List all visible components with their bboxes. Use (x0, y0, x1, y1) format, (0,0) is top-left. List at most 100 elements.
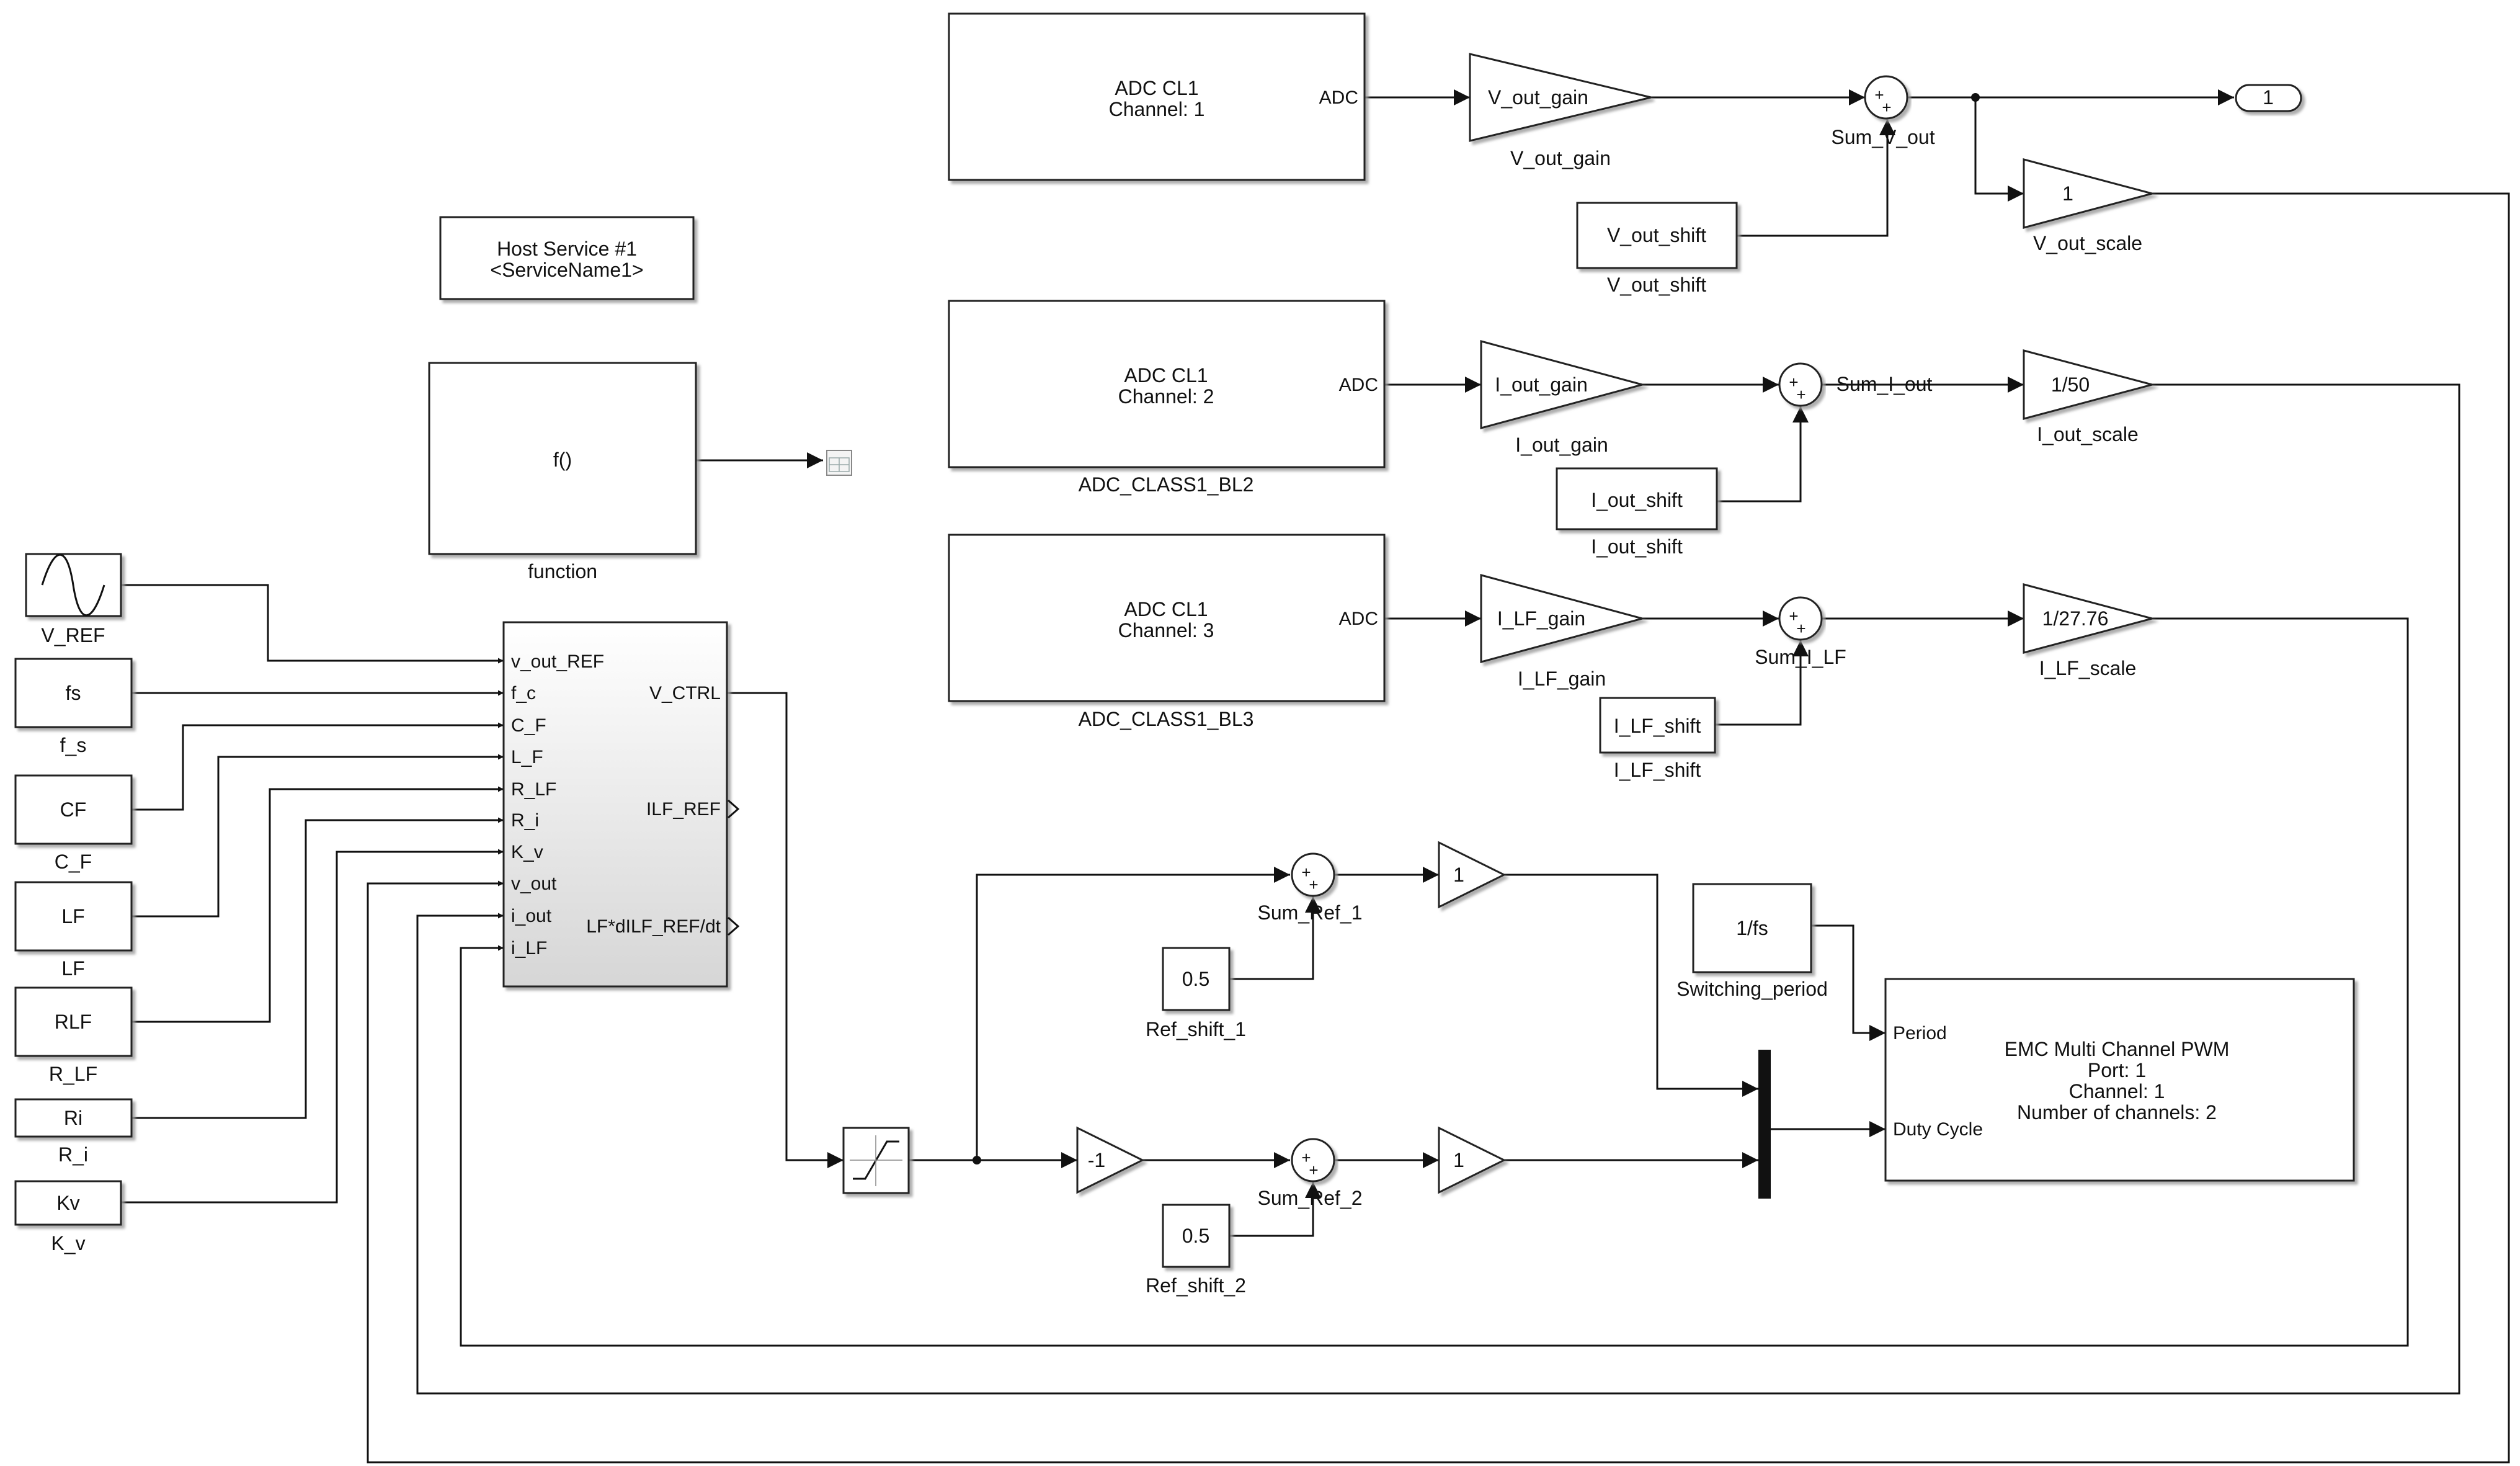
pwm-line-2: Port: 1 (2088, 1059, 2146, 1081)
v-out-scale-block[interactable]: 1 V_out_scale (2023, 158, 2156, 254)
host-service-block[interactable]: Host Service #1 <ServiceName1> (439, 216, 695, 300)
wire-cf-to-controller[interactable] (131, 722, 504, 811)
wire-lf-to-controller[interactable] (131, 754, 504, 918)
sum-v-out-sign-1: + (1874, 86, 1884, 104)
adc-block-3[interactable]: ADC CL1 Channel: 3 ADC ADC_CLASS1_BL3 (948, 534, 1386, 730)
adc-block-2[interactable]: ADC CL1 Channel: 2 ADC ADC_CLASS1_BL2 (948, 300, 1386, 496)
lf-constant-block[interactable]: LF LF (14, 881, 133, 980)
unconnected-port-icon (728, 799, 740, 819)
wire-iout-scale-feedback[interactable] (416, 383, 2460, 1395)
adc-block-1[interactable]: ADC CL1 Channel: 1 ADC (948, 12, 1366, 181)
wire-vout-shift-to-sum[interactable] (1737, 119, 1895, 237)
kv-constant-block[interactable]: Kv K_v (14, 1180, 122, 1254)
adc1-line2: Channel: 1 (1109, 98, 1205, 120)
saturation-block[interactable] (842, 1127, 910, 1194)
pwm-port-period: Period (1893, 1023, 1947, 1044)
wire-ri-to-controller[interactable] (131, 817, 504, 1119)
sum-v-out-block[interactable]: + + Sum_V_out (1831, 75, 1935, 148)
wire-refshift1-to-sum[interactable] (1229, 896, 1321, 980)
wire-iout-shift-to-sum[interactable] (1717, 406, 1809, 503)
ref-shift-1-block[interactable]: 0.5 Ref_shift_1 (1146, 947, 1246, 1040)
v-out-scale-text: 1 (2062, 182, 2073, 205)
sum-i-out-sign-1: + (1789, 373, 1798, 391)
v-out-gain-name: V_out_gain (1510, 147, 1611, 169)
controller-subsystem[interactable]: v_out_REF f_c C_F L_F R_LF R_i K_v v_out… (502, 621, 740, 988)
i-out-scale-block[interactable]: 1/50 I_out_scale (2023, 349, 2156, 445)
kv-text: Kv (56, 1192, 79, 1214)
sum-v-out-sign-2: + (1882, 98, 1891, 117)
controller-input-v-out: v_out (511, 874, 557, 894)
pwm-line-3: Channel: 1 (2069, 1080, 2165, 1102)
ri-constant-block[interactable]: Ri R_i (14, 1098, 133, 1166)
wire-ilf-scale-feedback[interactable] (460, 617, 2409, 1347)
wire-refshift2-to-sum[interactable] (1229, 1182, 1321, 1237)
v-out-shift-name: V_out_shift (1607, 274, 1706, 296)
i-out-shift-block[interactable]: I_out_shift I_out_shift (1556, 467, 1718, 558)
v-out-scale-name: V_out_scale (2033, 232, 2142, 254)
wire-ilf-shift-to-sum[interactable] (1715, 640, 1809, 726)
ref-shift-2-block[interactable]: 0.5 Ref_shift_2 (1146, 1204, 1246, 1297)
wire-vout-scale-feedback[interactable] (367, 192, 2510, 1464)
ref-shift-2-text: 0.5 (1182, 1225, 1209, 1247)
neg-gain-text: -1 (1088, 1149, 1105, 1171)
sum-i-lf-sign-2: + (1796, 619, 1805, 638)
ref-shift-2-name: Ref_shift_2 (1146, 1274, 1246, 1297)
i-lf-scale-text: 1/27.76 (2042, 607, 2109, 630)
i-lf-shift-name: I_LF_shift (1614, 759, 1701, 781)
sum-i-out-name: Sum_I_out (1837, 373, 1933, 395)
wire-gain-ref-1-to-mux[interactable] (1504, 874, 1758, 1097)
gain-ref-1-block[interactable]: 1 (1438, 841, 1507, 909)
controller-input-c-f: C_F (511, 715, 546, 736)
outport-1-block[interactable]: 1 (2235, 84, 2302, 112)
v-out-gain-block[interactable]: V_out_gain V_out_gain (1469, 53, 1652, 169)
i-lf-shift-block[interactable]: I_LF_shift I_LF_shift (1599, 697, 1716, 781)
controller-output-lf-dilf: LF*dILF_REF/dt (586, 916, 721, 937)
i-out-shift-name: I_out_shift (1591, 535, 1683, 558)
controller-input-v-out-ref: v_out_REF (511, 651, 604, 672)
sum-i-lf-name: Sum_I_LF (1755, 646, 1846, 668)
ri-name: R_i (58, 1143, 88, 1166)
sum-i-lf-block[interactable]: + + Sum_I_LF (1755, 596, 1846, 668)
wire-period-to-pwm[interactable] (1811, 924, 1886, 1041)
fs-constant-block[interactable]: fs f_s (14, 658, 133, 756)
wire-kv-to-controller[interactable] (121, 849, 504, 1204)
controller-output-v-ctrl: V_CTRL (649, 683, 721, 704)
wire-rlf-to-controller[interactable] (131, 786, 504, 1023)
sum-ref-2-block[interactable]: + + Sum_Ref_2 (1258, 1138, 1363, 1209)
gain-ref-2-block[interactable]: 1 (1438, 1126, 1507, 1194)
kv-name: K_v (51, 1232, 85, 1254)
i-out-scale-text: 1/50 (2051, 373, 2090, 396)
function-call-terminator-icon[interactable] (826, 450, 852, 476)
pwm-block[interactable]: EMC Multi Channel PWM Port: 1 Channel: 1… (1884, 978, 2355, 1182)
pwm-line-1: EMC Multi Channel PWM (2005, 1038, 2230, 1060)
ref-shift-1-name: Ref_shift_1 (1146, 1018, 1246, 1040)
sum-i-out-block[interactable]: + + Sum_I_out (1778, 362, 1933, 407)
v-ref-sine-source[interactable]: V_REF (25, 553, 122, 646)
v-out-shift-block[interactable]: V_out_shift V_out_shift (1576, 202, 1738, 296)
wire-branch-to-sum-ref-1[interactable] (976, 867, 1290, 1160)
i-lf-scale-block[interactable]: 1/27.76 I_LF_scale (2023, 583, 2156, 679)
mux-block[interactable] (1758, 1050, 1771, 1199)
controller-input-f-c: f_c (511, 683, 536, 704)
rlf-text: RLF (55, 1011, 92, 1033)
host-service-line2: <ServiceName1> (490, 259, 643, 281)
function-block[interactable]: f() function (428, 362, 697, 583)
i-out-gain-block[interactable]: I_out_gain I_out_gain (1480, 340, 1646, 456)
wire-branch-to-vout-scale[interactable] (1974, 97, 2024, 202)
wire-vctrl-to-saturation[interactable] (727, 692, 844, 1168)
cf-constant-block[interactable]: CF C_F (14, 774, 133, 873)
lf-text: LF (61, 905, 84, 927)
adc3-line1: ADC CL1 (1124, 598, 1208, 620)
i-lf-gain-block[interactable]: I_LF_gain I_LF_gain (1480, 574, 1646, 690)
sine-wave-icon (41, 554, 105, 616)
ref-shift-1-text: 0.5 (1182, 968, 1209, 990)
neg-gain-block[interactable]: -1 (1076, 1126, 1145, 1194)
wire-vref-to-controller[interactable] (121, 584, 504, 664)
switching-period-block[interactable]: 1/fs Switching_period (1676, 883, 1828, 1000)
sum-ref-1-block[interactable]: + + Sum_Ref_1 (1258, 852, 1363, 924)
adc2-line2: Channel: 2 (1118, 385, 1214, 408)
function-text: f() (553, 449, 572, 471)
switching-period-text: 1/fs (1736, 917, 1768, 939)
ri-text: Ri (64, 1107, 82, 1129)
rlf-constant-block[interactable]: RLF R_LF (14, 986, 133, 1085)
